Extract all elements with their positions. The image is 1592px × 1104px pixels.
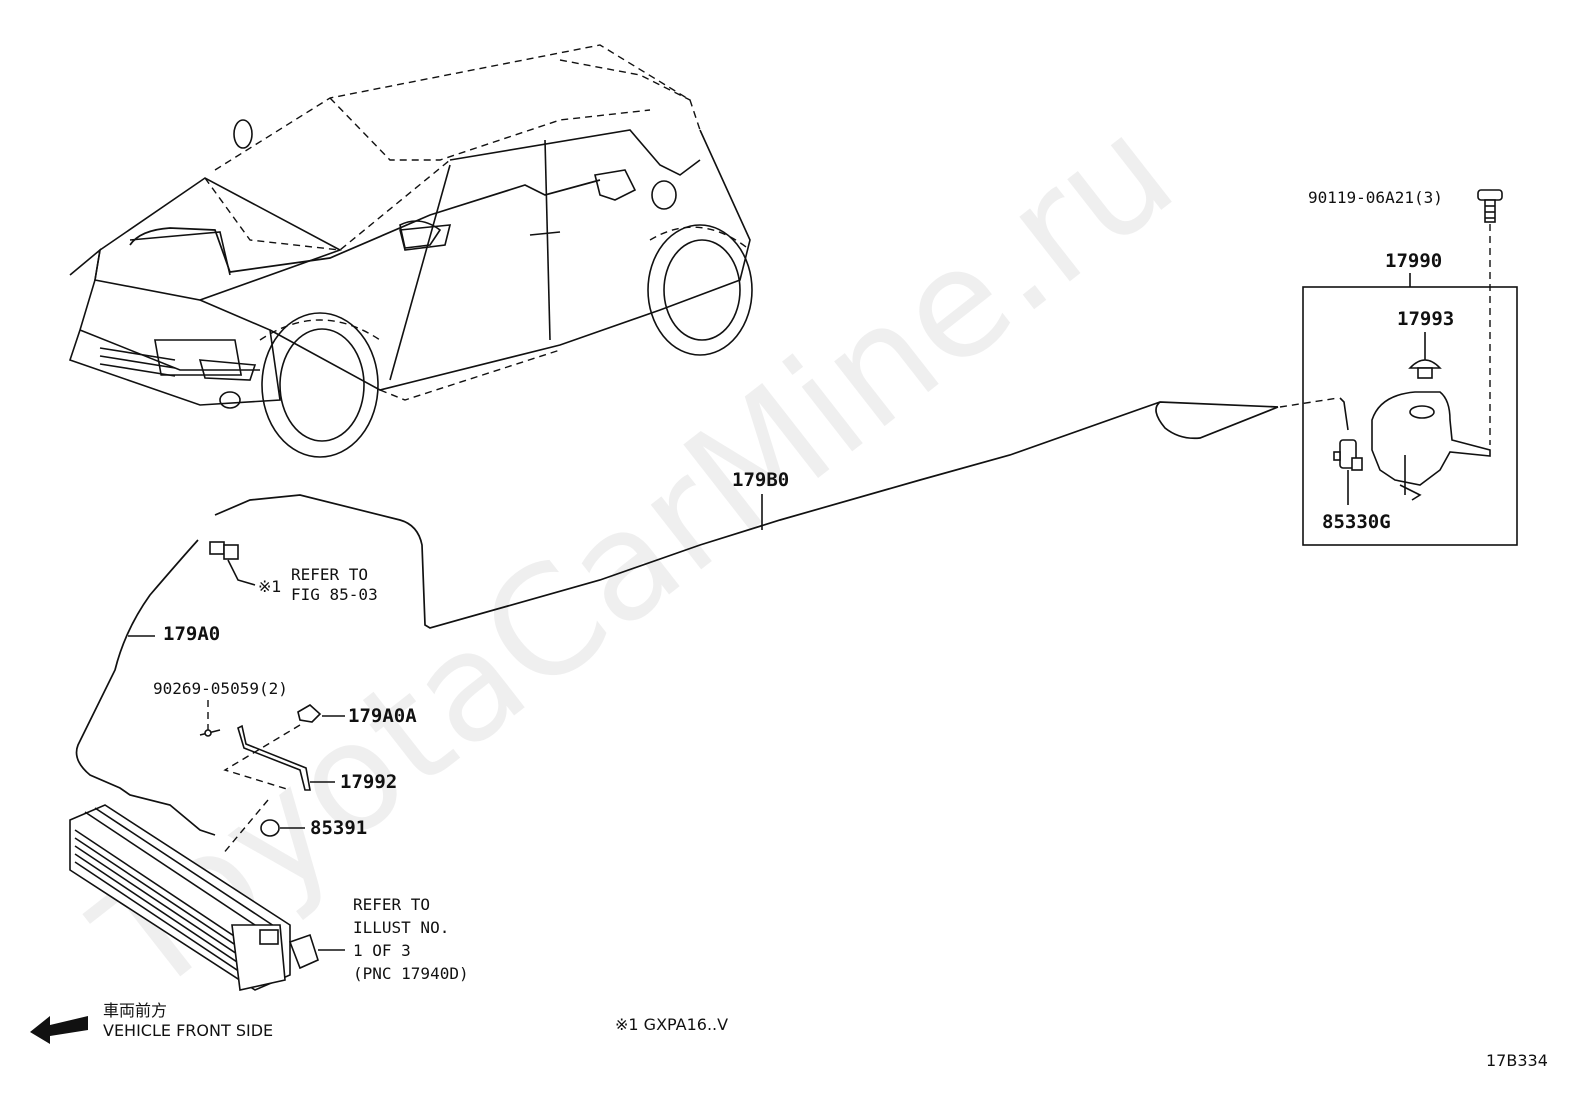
connector-icon [209, 541, 239, 560]
clip-bolt-icon [199, 729, 221, 737]
label-clamp: 179A0A [348, 705, 417, 727]
ref-fig-marker: ※1 [258, 577, 282, 596]
ref-illust-line2: ILLUST NO. [353, 918, 449, 937]
label-bracket: 17992 [340, 771, 397, 793]
ref-illust-line3: 1 OF 3 [353, 941, 411, 960]
direction-jp: 車両前方 [103, 1001, 167, 1020]
bracket-icon [237, 724, 311, 791]
label-hose-short: 179A0 [163, 623, 220, 645]
ref-fig-line1: REFER TO [291, 565, 368, 584]
ref-illust-line4: (PNC 17940D) [353, 964, 469, 983]
washer-tank-icon [1371, 391, 1491, 501]
washer-pump-icon [1333, 439, 1363, 471]
diagram-code: 17B334 [1486, 1051, 1548, 1070]
clamp-icon [297, 704, 322, 723]
direction-en: VEHICLE FRONT SIDE [103, 1021, 273, 1040]
label-tank-cap: 17993 [1397, 308, 1454, 330]
tank-cap-icon [1408, 359, 1442, 379]
label-bolt: 90119-06A21(3) [1308, 188, 1443, 207]
bolt-icon [1477, 189, 1503, 223]
label-pump: 85330G [1322, 511, 1391, 533]
nozzle-icon [260, 819, 280, 837]
footnote: ※1 GXPA16..V [615, 1015, 728, 1034]
washer-hose-long [214, 401, 1279, 629]
ref-fig-line2: FIG 85-03 [291, 585, 378, 604]
label-hose-long: 179B0 [732, 469, 789, 491]
front-direction-arrow-icon [30, 1016, 88, 1044]
ref-illust-line1: REFER TO [353, 895, 430, 914]
label-tank-assy: 17990 [1385, 250, 1442, 272]
label-nozzle: 85391 [310, 817, 367, 839]
label-clip-bolt: 90269-05059(2) [153, 679, 288, 698]
intercooler-icon [69, 804, 319, 991]
washer-hose-short [75, 539, 216, 836]
vehicle-outline [68, 44, 753, 458]
